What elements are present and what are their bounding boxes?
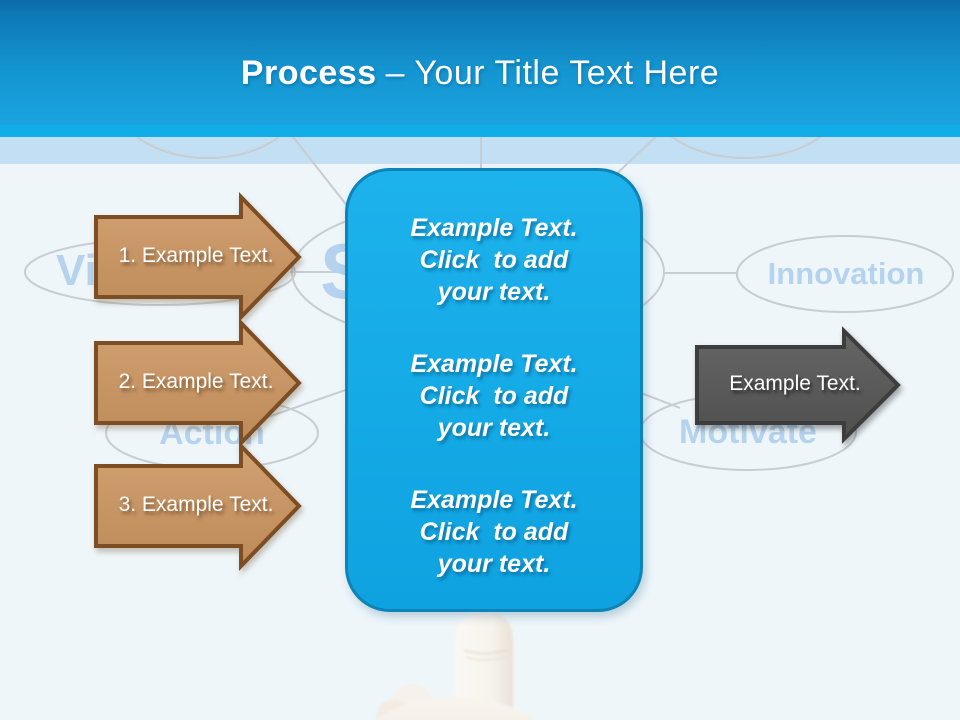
header-accent-strip xyxy=(0,125,960,137)
step-1-arrow[interactable]: 1. Example Text. xyxy=(93,192,305,324)
slide-title[interactable]: Process– Your Title Text Here xyxy=(0,54,960,93)
step-2-arrow[interactable]: 2. Example Text. xyxy=(93,318,305,450)
index-finger xyxy=(455,612,513,720)
arrow-shape xyxy=(695,326,901,444)
result-arrow-label: Example Text. xyxy=(729,372,861,395)
placeholder-paragraph[interactable]: Example Text. Click to add your text. xyxy=(410,214,578,306)
arrow-shape xyxy=(94,318,302,448)
placeholder-paragraph[interactable]: Example Text. Click to add your text. xyxy=(410,350,578,442)
center-text-box[interactable]: Example Text. Click to add your text. Ex… xyxy=(345,168,643,612)
result-arrow[interactable]: Example Text. xyxy=(694,326,902,444)
arrow-shape xyxy=(94,192,302,322)
header-band xyxy=(0,0,960,125)
step-3-label: 3. Example Text. xyxy=(118,493,274,516)
step-3-arrow[interactable]: 3. Example Text. xyxy=(93,441,305,573)
slide-title-placeholder: – Your Title Text Here xyxy=(385,54,720,92)
pointing-hand-image xyxy=(375,612,535,720)
fist xyxy=(375,697,535,720)
background-word-innovation: Innovation xyxy=(767,256,925,291)
background-word-vision: Vi xyxy=(56,246,97,295)
center-text-box-content: Example Text. Click to add your text. Ex… xyxy=(348,212,640,580)
arrow-shape xyxy=(94,441,302,571)
slide-title-keyword: Process xyxy=(240,54,377,92)
step-2-label: 2. Example Text. xyxy=(118,370,274,393)
placeholder-paragraph[interactable]: Example Text. Click to add your text. xyxy=(410,486,578,578)
step-1-label: 1. Example Text. xyxy=(118,244,274,267)
